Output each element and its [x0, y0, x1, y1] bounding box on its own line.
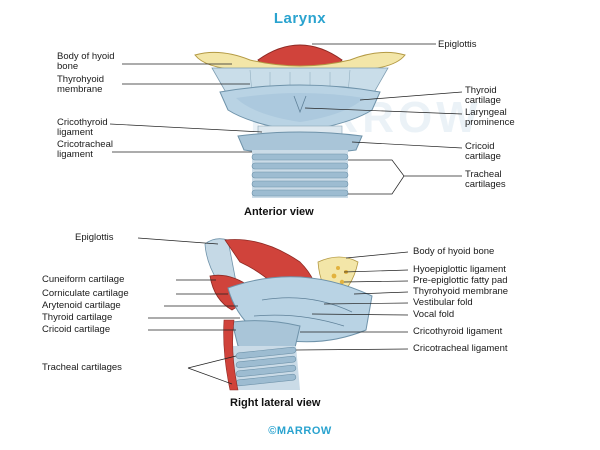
label-hyoepiglottic-ligament: Hyoepiglottic ligament — [413, 264, 506, 275]
label-tracheal-cartilages-lateral: Tracheal cartilages — [42, 362, 122, 373]
label-pre-epiglottic-fatty-pad: Pre-epiglottic fatty pad — [413, 275, 508, 286]
label-laryngeal-prominence: Laryngeal prominence — [465, 107, 515, 128]
label-thyrohyoid-membrane-lateral: Thyrohyoid membrane — [413, 286, 509, 297]
label-epiglottis-lateral: Epiglottis — [75, 232, 114, 243]
label-arytenoid-cartilage: Arytenoid cartilage — [42, 300, 121, 311]
label-cricothyroid-ligament: Cricothyroid ligament — [57, 117, 108, 138]
page-title: Larynx — [273, 10, 327, 27]
label-corniculate-cartilage: Corniculate cartilage — [42, 288, 129, 299]
label-body-of-hyoid-bone: Body of hyoid bone — [57, 51, 115, 72]
label-tracheal-cartilages-anterior: Tracheal cartilages — [465, 169, 506, 190]
label-cricoid-cartilage-lateral: Cricoid cartilage — [42, 324, 111, 335]
label-cricotracheal-ligament-lateral: Cricotracheal ligament — [413, 343, 508, 354]
label-thyroid-cartilage: Thyroid cartilage — [465, 85, 501, 106]
label-cuneiform-cartilage: Cuneiform cartilage — [42, 274, 125, 285]
lateral-illustration — [204, 238, 373, 391]
label-body-of-hyoid-bone-lateral: Body of hyoid bone — [413, 246, 495, 257]
label-cricothyroid-ligament-lateral: Cricothyroid ligament — [413, 326, 503, 337]
anterior-view-caption: Anterior view — [244, 206, 314, 218]
lateral-leader-lines — [137, 237, 409, 385]
label-vocal-fold: Vocal fold — [413, 309, 455, 320]
anterior-leader-lines — [109, 43, 463, 195]
label-thyroid-cartilage-lateral: Thyroid cartilage — [42, 312, 113, 323]
label-epiglottis-anterior: Epiglottis — [438, 39, 477, 50]
label-cricotracheal-ligament: Cricotracheal ligament — [57, 139, 113, 160]
label-vestibular-fold: Vestibular fold — [413, 297, 473, 308]
anterior-illustration — [194, 44, 406, 198]
label-cricoid-cartilage: Cricoid cartilage — [465, 141, 501, 162]
lateral-view-caption: Right lateral view — [230, 397, 321, 409]
footer-brand: ©MARROW — [268, 425, 332, 437]
label-thyrohyoid-membrane: Thyrohyoid membrane — [57, 74, 104, 95]
